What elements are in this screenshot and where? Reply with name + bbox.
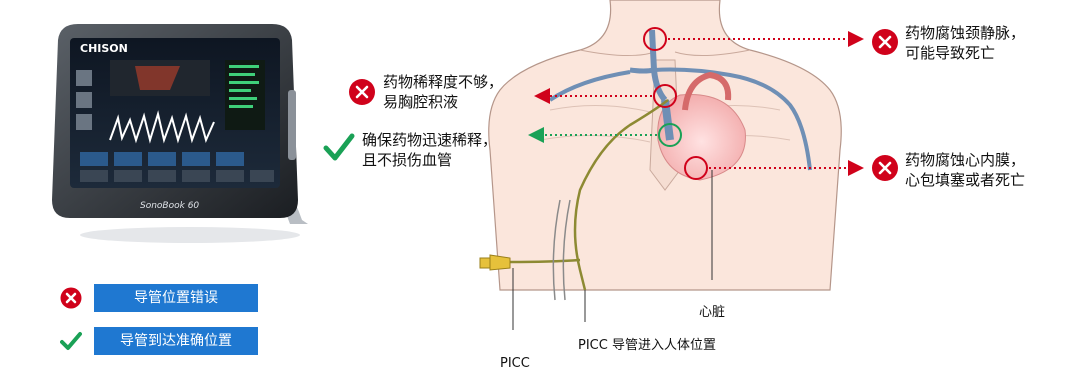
legend-right-label: 导管到达准确位置 — [94, 327, 258, 355]
device-brand: CHISON — [80, 42, 128, 55]
correct-check-icon — [326, 136, 352, 158]
correct-annotation: 确保药物迅速稀释， 且不损伤血管 — [362, 130, 497, 170]
dilution-x-icon — [349, 79, 375, 105]
dilution-annotation: 药物稀释度不够， 易胸腔积液 — [383, 72, 503, 112]
legend-right: 导管到达准确位置 — [60, 327, 258, 355]
pericardium-line-1: 药物腐蚀心内膜， — [905, 150, 1025, 170]
close-icon — [60, 287, 82, 309]
jugular-annotation: 药物腐蚀颈静脉， 可能导致死亡 — [905, 23, 1025, 63]
jugular-line-2: 可能导致死亡 — [905, 43, 1025, 63]
ultrasound-device-image: CHISON SonoBook 60 — [40, 10, 310, 250]
legend-wrong-label: 导管位置错误 — [94, 284, 258, 312]
pericardium-annotation: 药物腐蚀心内膜， 心包填塞或者死亡 — [905, 150, 1025, 190]
legend-wrong: 导管位置错误 — [60, 284, 258, 312]
dilution-line-1: 药物稀释度不够， — [383, 72, 503, 92]
device-model: SonoBook 60 — [140, 201, 199, 211]
picc-label: PICC — [500, 356, 530, 371]
anatomy-illustration — [430, 0, 890, 330]
pericardium-line-2: 心包填塞或者死亡 — [905, 170, 1025, 190]
check-icon — [60, 330, 82, 352]
correct-line-2: 且不损伤血管 — [362, 150, 497, 170]
heart-label: 心脏 — [699, 301, 725, 320]
entry-label: PICC 导管进入人体位置 — [578, 334, 716, 353]
dilution-line-2: 易胸腔积液 — [383, 92, 503, 112]
correct-line-1: 确保药物迅速稀释， — [362, 130, 497, 150]
jugular-line-1: 药物腐蚀颈静脉， — [905, 23, 1025, 43]
